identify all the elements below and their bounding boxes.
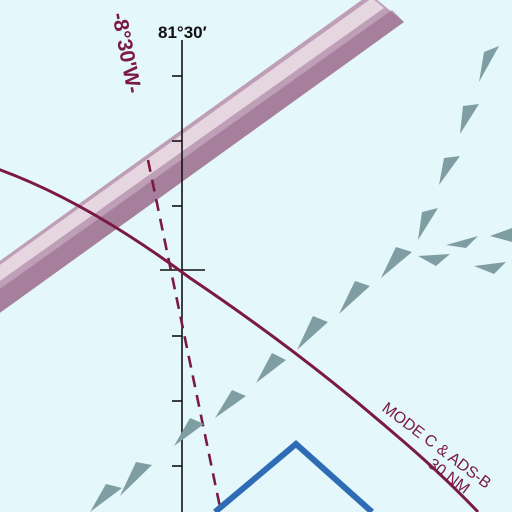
route-arrow	[90, 484, 122, 512]
isogonic-line	[146, 159, 223, 512]
route-arrow	[474, 262, 506, 274]
class-airspace-boundary	[213, 440, 375, 512]
route-arrow	[490, 228, 512, 242]
route-arrow	[120, 462, 152, 496]
route-arrow	[479, 46, 499, 82]
route-arrow	[446, 236, 478, 248]
airway-band	[0, 0, 404, 313]
route-arrow	[460, 104, 479, 134]
route-arrows	[90, 46, 512, 512]
route-arrow	[256, 353, 286, 383]
mode-c-label: MODE C & ADS-B	[379, 400, 494, 493]
isogonic-label: -8°30'W-	[107, 11, 145, 96]
route-arrow	[381, 247, 412, 278]
route-arrow	[439, 156, 460, 185]
route-arrow	[339, 281, 370, 314]
mode-c-boundary	[0, 168, 480, 512]
route-arrow	[418, 208, 438, 240]
route-arrow	[418, 254, 450, 266]
meridian-line	[160, 40, 205, 512]
longitude-label: 81°30′	[158, 23, 207, 42]
route-arrow	[174, 418, 204, 446]
route-arrow	[297, 316, 328, 350]
route-arrow	[215, 390, 246, 418]
